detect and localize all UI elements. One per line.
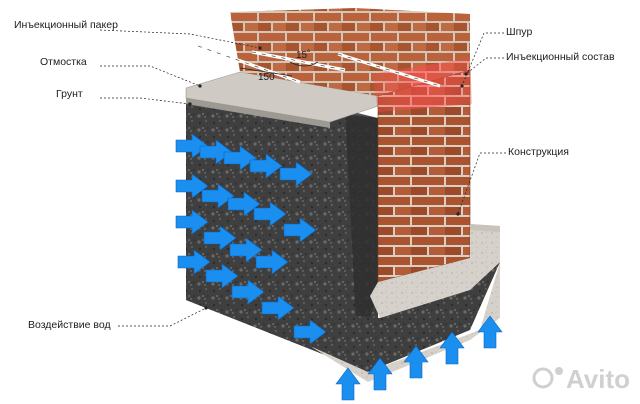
dimension-depth: 150 [258,72,275,83]
water-arrow [231,279,265,305]
water-arrow [205,263,239,289]
water-arrows-bottom [335,315,503,401]
water-arrow [203,225,237,251]
water-arrow [175,209,209,235]
label-blind-area: Отмостка [40,56,87,68]
soil-right-face [345,110,378,360]
label-injection-packer: Инъекционный пакер [14,19,118,31]
water-arrow [177,249,211,275]
label-structure: Конструкция [508,146,569,158]
avito-watermark: Avito [532,364,630,394]
water-arrow [175,173,209,199]
water-arrow [283,217,317,243]
water-arrow [255,249,289,275]
water-arrows-side [175,133,327,345]
leader-dots [188,46,468,310]
water-arrow-up [477,315,503,349]
water-arrow [253,201,287,227]
water-arrow [227,191,261,217]
water-arrow [293,319,327,345]
water-arrow [249,153,283,179]
water-arrow-up [335,367,361,401]
dimension-angle: 15˚ [296,49,310,61]
brick-wall-front [378,70,470,282]
label-injection-compound: Инъекционный состав [506,51,615,63]
packers [197,44,441,88]
soil-lower [186,262,500,372]
water-arrow-up [403,345,429,379]
watermark-text: Avito [566,364,630,394]
water-arrow [261,295,295,321]
water-arrow [223,145,257,171]
water-arrow [201,183,235,209]
label-cord: Шпур [506,26,532,38]
water-arrow-up [367,357,393,391]
water-arrow [279,161,313,187]
foundation-footing [370,224,500,318]
label-soil: Грунт [56,88,83,100]
dimension-line [239,67,293,77]
leader-lines [99,29,506,327]
packer-2 [251,50,346,72]
angle-arc [289,61,319,67]
label-water-impact: Воздействие вод [28,319,111,331]
avito-logo-icon [532,367,554,389]
water-arrow [229,237,263,263]
footing-top [470,224,500,232]
blind-area-edge [186,98,330,128]
water-arrow-up [439,331,465,365]
soil-block [186,96,378,372]
